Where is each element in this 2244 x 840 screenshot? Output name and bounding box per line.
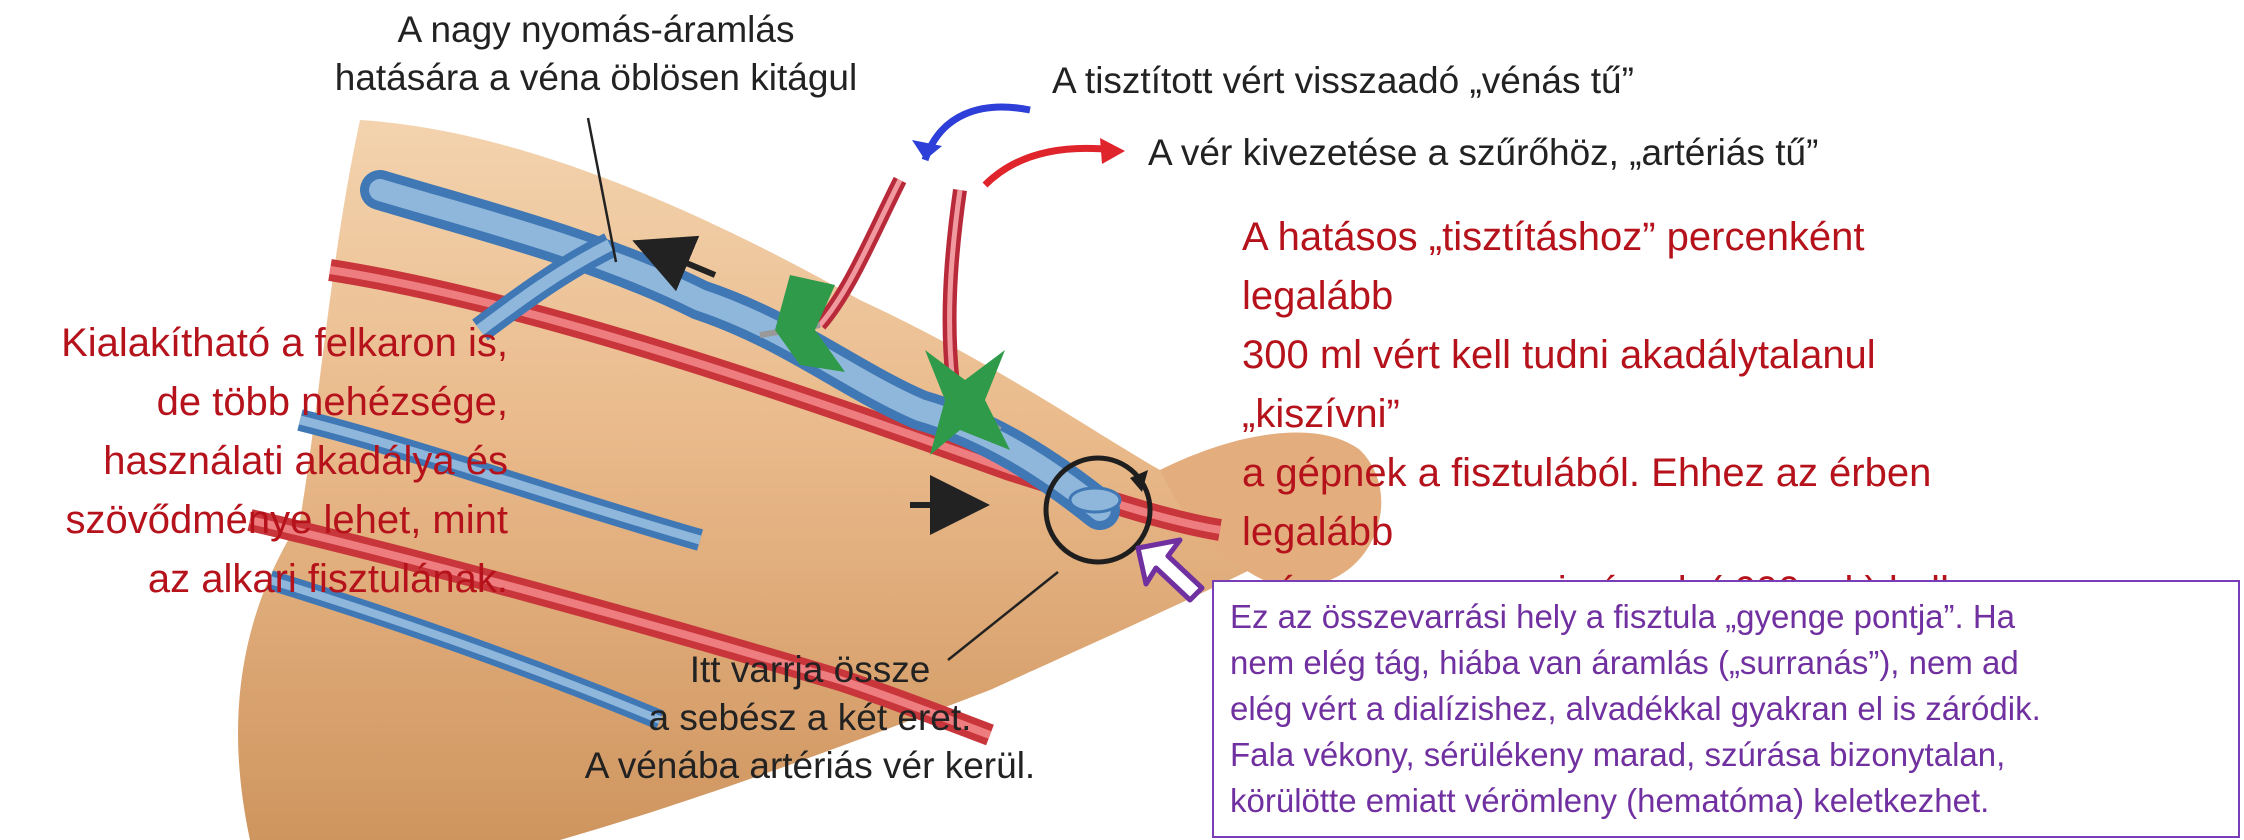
weak-point-box: Ez az összevarrási hely a fisztula „gyen…: [1212, 580, 2240, 838]
red-arrow-icon: [985, 148, 1115, 185]
weak-point-text: Ez az összevarrási hely a fisztula „gyen…: [1230, 594, 2230, 824]
label-vein-dilation: A nagy nyomás-áramlás hatására a véna öb…: [276, 6, 916, 102]
label-anastomosis: Itt varrja össze a sebész a két eret. A …: [520, 646, 1100, 790]
blue-arrow-icon: [925, 107, 1030, 160]
label-venous-needle: A tisztított vért visszaadó „vénás tű”: [1052, 60, 1634, 102]
label-arterial-needle: A vér kivezetése a szűrőhöz, „artériás t…: [1148, 132, 1818, 174]
info-upper-arm: Kialakítható a felkaron is, de több nehé…: [0, 314, 508, 609]
